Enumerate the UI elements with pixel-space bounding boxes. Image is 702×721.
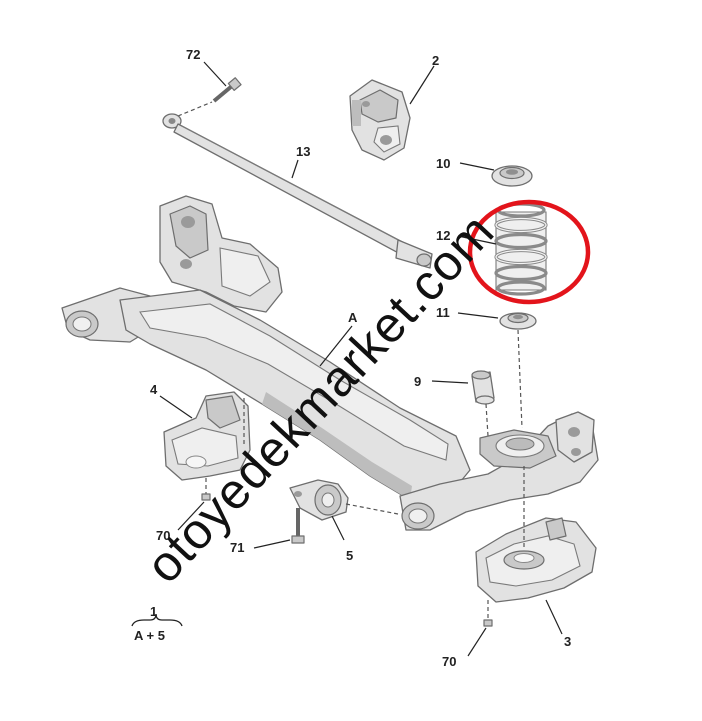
leader-5 xyxy=(331,515,345,541)
callout-70-right: 70 xyxy=(442,654,456,669)
leader-71 xyxy=(253,539,291,549)
rear-axle-beam-A xyxy=(61,195,599,531)
callout-5: 5 xyxy=(346,548,353,563)
right-bracket-3 xyxy=(475,517,597,603)
coil-spring-12 xyxy=(494,202,548,296)
spring-axis-line xyxy=(517,329,523,429)
leader-A xyxy=(319,325,353,367)
bracket-2 xyxy=(349,79,411,161)
leader-13 xyxy=(291,159,299,179)
bumpstop-axis-line xyxy=(485,403,489,437)
leader-10 xyxy=(459,162,495,171)
leader-70-right xyxy=(467,627,487,657)
callout-13: 13 xyxy=(296,144,310,159)
leader-3 xyxy=(545,599,563,635)
callout-71: 71 xyxy=(230,540,244,555)
bushing-5 xyxy=(289,479,349,521)
bump-stop-9 xyxy=(471,370,495,405)
leader-12 xyxy=(457,235,497,245)
assembly-formula: A + 5 xyxy=(134,628,165,643)
callout-72: 72 xyxy=(186,47,200,62)
callout-10: 10 xyxy=(436,156,450,171)
assembly-brace xyxy=(131,613,183,627)
leader-11 xyxy=(457,312,499,319)
leader-2 xyxy=(409,65,435,105)
callout-70-left: 70 xyxy=(156,528,170,543)
callout-2: 2 xyxy=(432,53,439,68)
lower-spring-seat-11 xyxy=(499,312,537,330)
fastener-70-left xyxy=(201,493,211,501)
callout-9: 9 xyxy=(414,374,421,389)
callout-3: 3 xyxy=(564,634,571,649)
upper-spring-seat-10 xyxy=(491,165,533,187)
callout-4: 4 xyxy=(150,382,158,397)
leader-72 xyxy=(203,61,227,87)
callout-12: 12 xyxy=(436,228,450,243)
leader-9 xyxy=(431,380,469,384)
leader-70-left xyxy=(177,501,205,531)
callout-A: A xyxy=(348,310,358,325)
left-bracket-4 xyxy=(163,391,251,481)
bushing-axis-line xyxy=(345,503,399,515)
highlight-circle xyxy=(467,199,591,305)
fastener-70-right xyxy=(483,619,493,627)
bolt-72 xyxy=(177,77,242,117)
bolt-71 xyxy=(291,508,305,544)
assembly-number: 1 xyxy=(150,604,157,619)
callout-11: 11 xyxy=(436,305,450,320)
leader-4 xyxy=(159,395,193,419)
panhard-rod-13 xyxy=(162,113,433,269)
